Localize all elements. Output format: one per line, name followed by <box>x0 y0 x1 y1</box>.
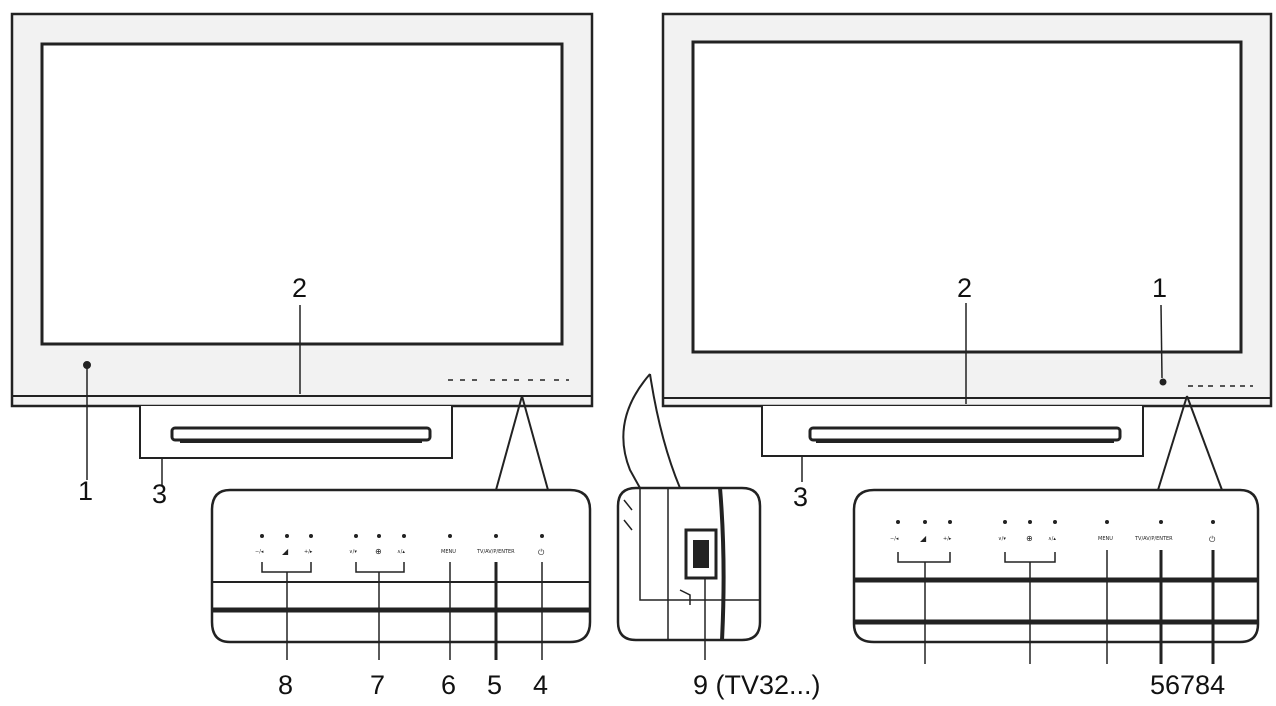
right-btn-vol-minus: −/◂ <box>890 536 899 542</box>
left-callout-2: 2 <box>292 273 307 303</box>
right-btn-power: ⏻ <box>1209 535 1216 544</box>
right-btn-prog-down: ∨/▾ <box>998 536 1006 542</box>
side-connector-inset <box>616 373 762 660</box>
left-callout-1: 1 <box>78 476 93 506</box>
right-callout-1: 1 <box>1152 273 1167 303</box>
left-callout-3: 3 <box>152 479 167 509</box>
left-tv <box>10 12 594 491</box>
right-btn-prog-up: ∧/▴ <box>1048 536 1056 542</box>
right-tv <box>661 12 1273 491</box>
right-callout-2: 2 <box>957 273 972 303</box>
right-btn-tv-enter: TV/AV/P/ENTER <box>1134 536 1173 542</box>
left-btn-tv-enter: TV/AV/P/ENTER <box>476 549 515 555</box>
right-callout-bottom: 56784 <box>1150 670 1225 700</box>
left-btn-vol-icon: ◢ <box>282 547 289 556</box>
left-control-panel <box>210 488 592 660</box>
left-btn-input: ⊕ <box>375 547 382 556</box>
left-btn-menu: MENU <box>441 549 456 555</box>
side-inset-pointer <box>622 373 681 489</box>
right-btn-vol-icon: ◢ <box>920 534 927 543</box>
right-tv-sensor <box>1159 378 1167 386</box>
right-btn-vol-plus: +/▸ <box>943 536 952 542</box>
left-tv-stand-base <box>170 426 432 442</box>
left-btn-prog-up: ∧/▴ <box>397 549 405 555</box>
left-callout-8: 8 <box>278 670 293 700</box>
left-btn-power: ⏻ <box>538 548 545 557</box>
left-callout-6: 6 <box>441 670 456 700</box>
left-btn-vol-minus: −/◂ <box>255 549 264 555</box>
left-btn-prog-down: ∨/▾ <box>349 549 357 555</box>
right-btn-menu: MENU <box>1098 536 1113 542</box>
left-control-panel-outline <box>210 488 592 644</box>
right-tv-screen <box>691 40 1243 354</box>
left-callout-4: 4 <box>533 670 548 700</box>
right-tv-stand-base <box>808 426 1122 442</box>
left-callout-5: 5 <box>487 670 502 700</box>
left-btn-vol-plus: +/▸ <box>304 549 313 555</box>
right-control-panel <box>852 488 1260 664</box>
right-btn-input: ⊕ <box>1026 534 1033 543</box>
right-callout-3: 3 <box>793 482 808 512</box>
right-control-panel-outline <box>852 488 1260 644</box>
side-inset-callout-9: 9 (TV32...) <box>693 670 821 700</box>
left-callout-7: 7 <box>370 670 385 700</box>
left-tv-sensor <box>83 361 91 369</box>
left-tv-screen <box>40 42 564 346</box>
